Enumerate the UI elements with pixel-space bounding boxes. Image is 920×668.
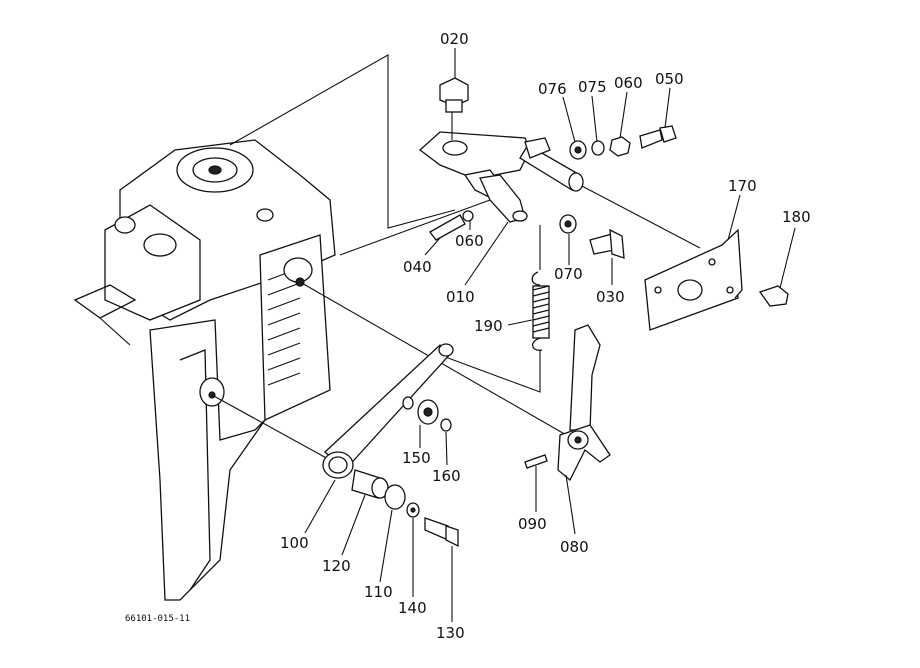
label-060-mid: 060: [455, 232, 484, 250]
label-090: 090: [518, 515, 547, 533]
label-leaders: [304, 48, 796, 622]
label-140: 140: [398, 599, 427, 617]
label-020: 020: [440, 30, 469, 48]
label-040: 040: [403, 258, 432, 276]
label-120: 120: [322, 557, 351, 575]
washer-075: [591, 140, 605, 156]
plug-020: [439, 77, 469, 140]
footer-code: 66101-015-11: [125, 614, 190, 624]
label-190: 190: [474, 317, 503, 335]
transmission-housing: [73, 139, 336, 601]
label-100: 100: [280, 534, 309, 552]
label-170: 170: [728, 177, 757, 195]
washer-070: [559, 214, 577, 234]
label-080: 080: [560, 538, 589, 556]
washer-076: [569, 140, 587, 160]
plate-170: [644, 228, 743, 331]
label-076: 076: [538, 80, 567, 98]
label-010: 010: [446, 288, 475, 306]
nut-060: [609, 136, 631, 157]
bolt-130: [424, 517, 459, 548]
label-110: 110: [364, 583, 393, 601]
part-labels: 020 076 075 060 050 170 180 040 060 070 …: [280, 30, 811, 642]
label-030: 030: [596, 288, 625, 306]
label-070: 070: [554, 265, 583, 283]
link-100: [322, 343, 454, 479]
label-180: 180: [782, 208, 811, 226]
washer-140: [406, 502, 420, 518]
label-075: 075: [578, 78, 607, 96]
label-130: 130: [436, 624, 465, 642]
bolt-050: [639, 125, 677, 149]
label-060-top: 060: [614, 74, 643, 92]
bushing-110: [384, 484, 406, 510]
bracket-010: [418, 131, 584, 223]
label-160: 160: [432, 467, 461, 485]
bolt-180: [758, 285, 789, 307]
label-050: 050: [655, 70, 684, 88]
pin-090: [524, 454, 548, 469]
label-150: 150: [402, 449, 431, 467]
bushing-150: [402, 396, 439, 425]
spring-190: [531, 271, 550, 351]
bolt-040: [429, 210, 474, 241]
collar-120: [351, 469, 389, 499]
bolt-030: [589, 228, 625, 259]
clip-160: [440, 418, 452, 432]
lever-080: [557, 324, 611, 482]
